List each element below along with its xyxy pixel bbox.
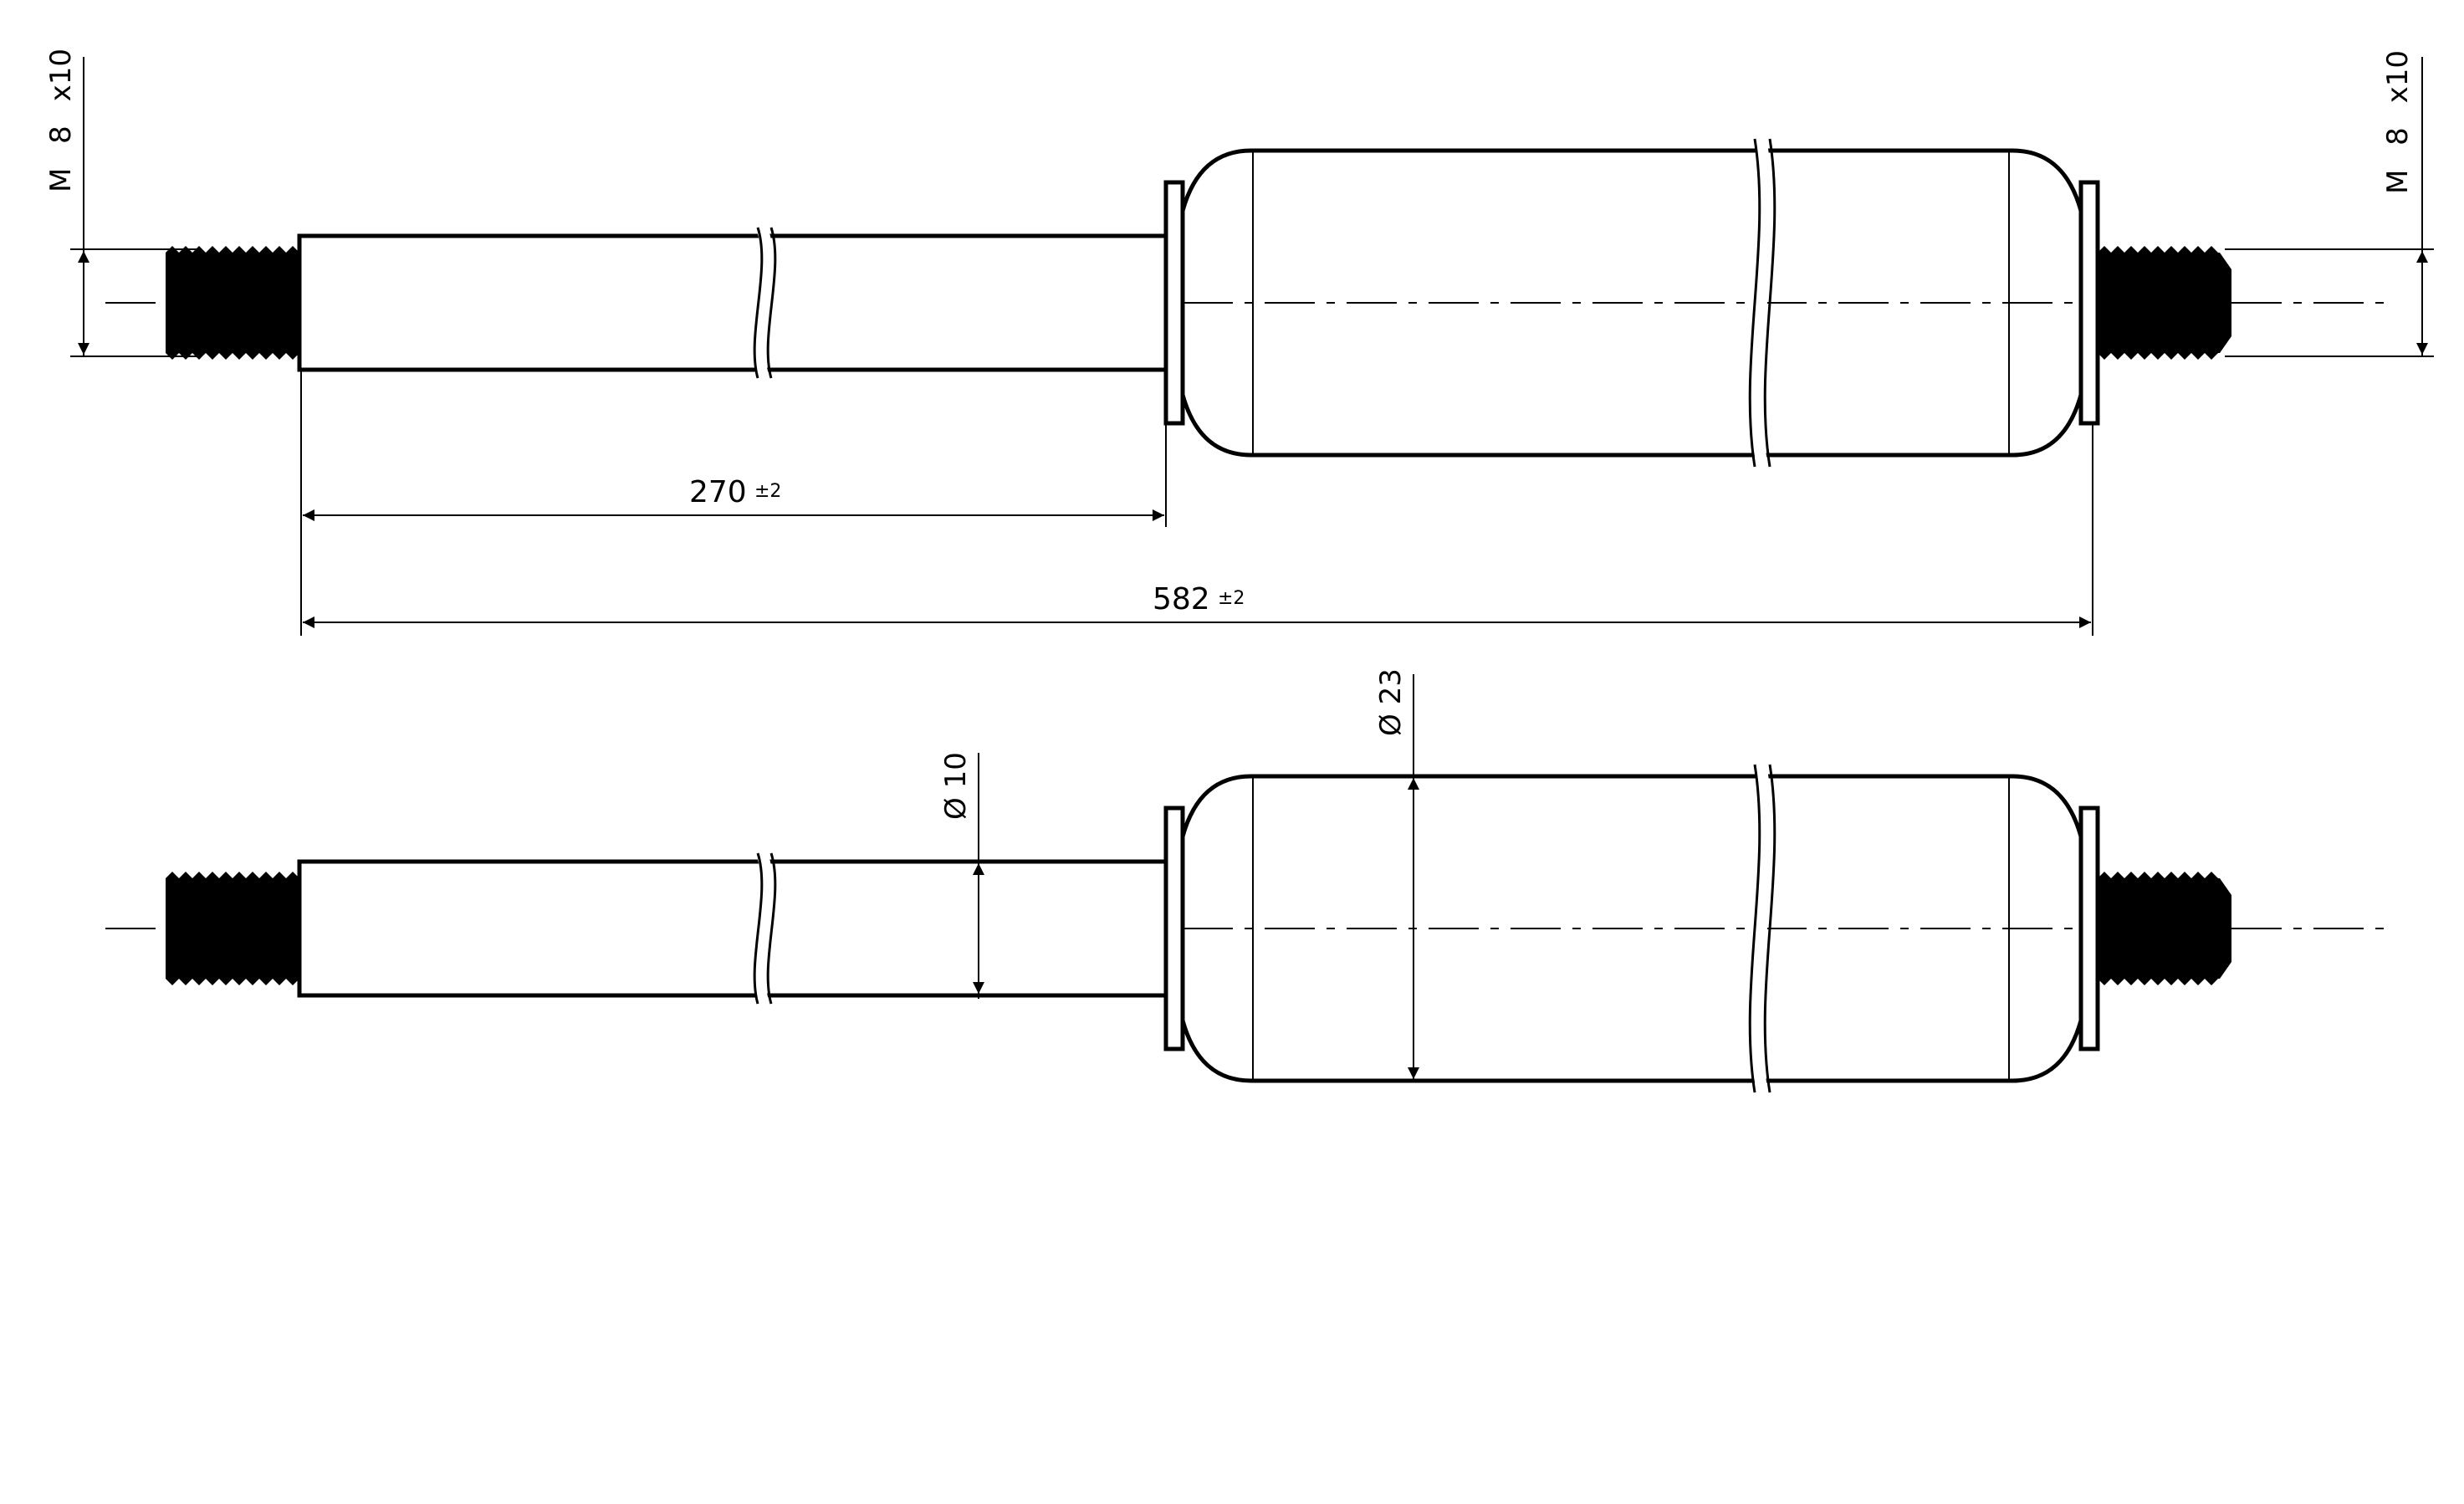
thread-right-prefix: M — [2381, 170, 2415, 194]
top-view: M 8 x10 M 8 x10 — [44, 49, 2434, 636]
svg-text:M 8 x10: M 8 x10 — [2381, 50, 2415, 194]
gas-spring-bottom — [105, 765, 2389, 1092]
stroke-dimension: 270 ±2 — [303, 475, 1164, 521]
rod-diameter-dimension: Ø 10 — [939, 752, 984, 999]
gas-spring-top — [105, 139, 2389, 467]
overall-dimension: 582 ±2 — [303, 582, 2091, 628]
thread-left-size: 8 — [44, 125, 78, 144]
svg-text:M 8 x10: M 8 x10 — [44, 49, 78, 192]
body-diameter-dimension: Ø 23 — [1374, 668, 1419, 1081]
thread-left-prefix: M — [44, 168, 78, 192]
overall-value: 582 — [1153, 582, 1210, 616]
stroke-value: 270 — [689, 475, 747, 509]
thread-right-suffix: x10 — [2381, 50, 2415, 103]
thread-callout-left: M 8 x10 — [44, 49, 197, 357]
thread-callout-right: M 8 x10 — [2225, 50, 2434, 357]
svg-text:Ø 23: Ø 23 — [1374, 668, 1408, 736]
overall-tolerance: ±2 — [1218, 588, 1245, 609]
thread-right-size: 8 — [2381, 127, 2415, 146]
rod-diameter-symbol: Ø — [939, 797, 973, 820]
body-diameter-symbol: Ø — [1374, 714, 1408, 736]
bottom-view: Ø 10 Ø 23 — [105, 668, 2389, 1092]
svg-text:Ø 10: Ø 10 — [939, 752, 973, 820]
thread-left-suffix: x10 — [44, 49, 78, 101]
body-diameter-value: 23 — [1374, 668, 1408, 704]
rod-diameter-value: 10 — [939, 752, 973, 788]
stroke-tolerance: ±2 — [754, 481, 781, 502]
